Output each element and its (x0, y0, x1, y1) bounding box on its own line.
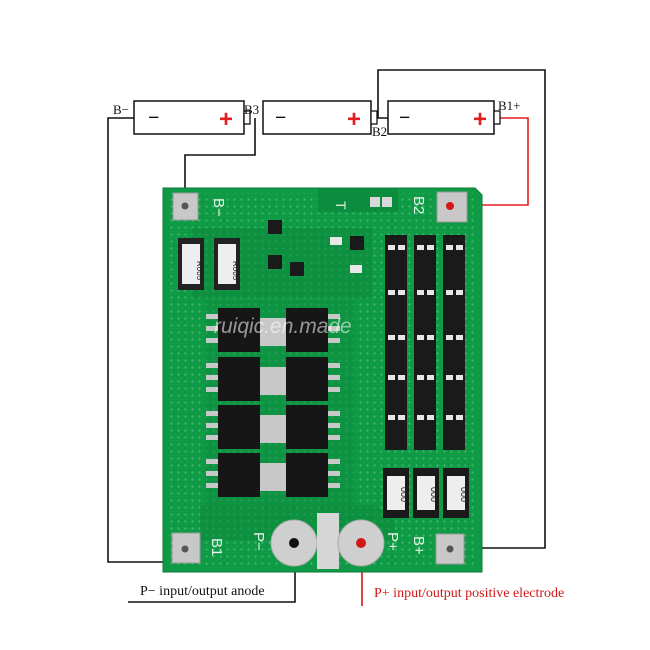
balance-resistor-3-label: 000 (459, 487, 469, 502)
label-b-minus-top: B− (113, 102, 129, 117)
label-pad-b1: B1 (208, 538, 225, 556)
pad-b-plus: B+ (410, 533, 465, 565)
pad-b1: B1 (171, 532, 225, 564)
battery-3: − + (387, 100, 501, 135)
watermark: ruiqic.en.made (214, 315, 352, 338)
balance-resistors: 000 000 000 (383, 468, 469, 518)
battery-1: − + (133, 100, 251, 135)
wire-b-plus (377, 69, 546, 549)
shunt-resistors: R005 R005 (178, 238, 240, 290)
battery-2: − + (262, 100, 378, 135)
pad-b-minus: B− (172, 192, 227, 221)
caption-p-plus: P+ input/output positive electrode (374, 586, 564, 601)
pad-separator (317, 513, 339, 569)
balance-resistor-2-label: 000 (429, 487, 439, 502)
battery-2-minus: − (275, 107, 286, 129)
battery-1-plus: + (219, 106, 233, 133)
resistor-r2-label: R005 (231, 261, 240, 281)
wire-b3 (184, 118, 256, 200)
resistor-r1-label: R005 (195, 261, 204, 281)
label-pad-p-minus: P− (250, 532, 267, 551)
label-pad-b-minus: B− (210, 198, 227, 217)
pad-b2: B2 (410, 191, 468, 223)
balance-resistor-1-label: 000 (399, 487, 409, 502)
caption-p-minus: P− input/output anode (140, 584, 265, 599)
battery-2-plus: + (347, 106, 361, 133)
small-ics (268, 220, 364, 276)
pad-p-minus: P− (250, 519, 318, 567)
label-temp: T (333, 201, 349, 210)
label-pad-b2: B2 (410, 196, 427, 214)
pad-p-plus: P+ (337, 519, 401, 567)
wire-b1-plus (450, 117, 529, 206)
label-b3: B3 (244, 102, 259, 117)
balance-circuit-columns (385, 235, 465, 450)
battery-pack: − + − + − + B− B3 B2 B1+ (113, 98, 521, 139)
battery-1-minus: − (148, 107, 159, 129)
pcb-board: T B− B2 R005 R005 (162, 187, 483, 573)
wire-b-minus (107, 117, 185, 563)
battery-3-minus: − (399, 107, 410, 129)
mosfet-array (206, 308, 340, 497)
label-pad-p-plus: P+ (384, 532, 401, 551)
temp-pads: T (333, 197, 392, 210)
label-b2-top: B2 (372, 124, 387, 139)
label-pad-b-plus: B+ (410, 536, 427, 555)
label-b1-plus-top: B1+ (498, 98, 521, 113)
battery-3-plus: + (473, 106, 487, 133)
